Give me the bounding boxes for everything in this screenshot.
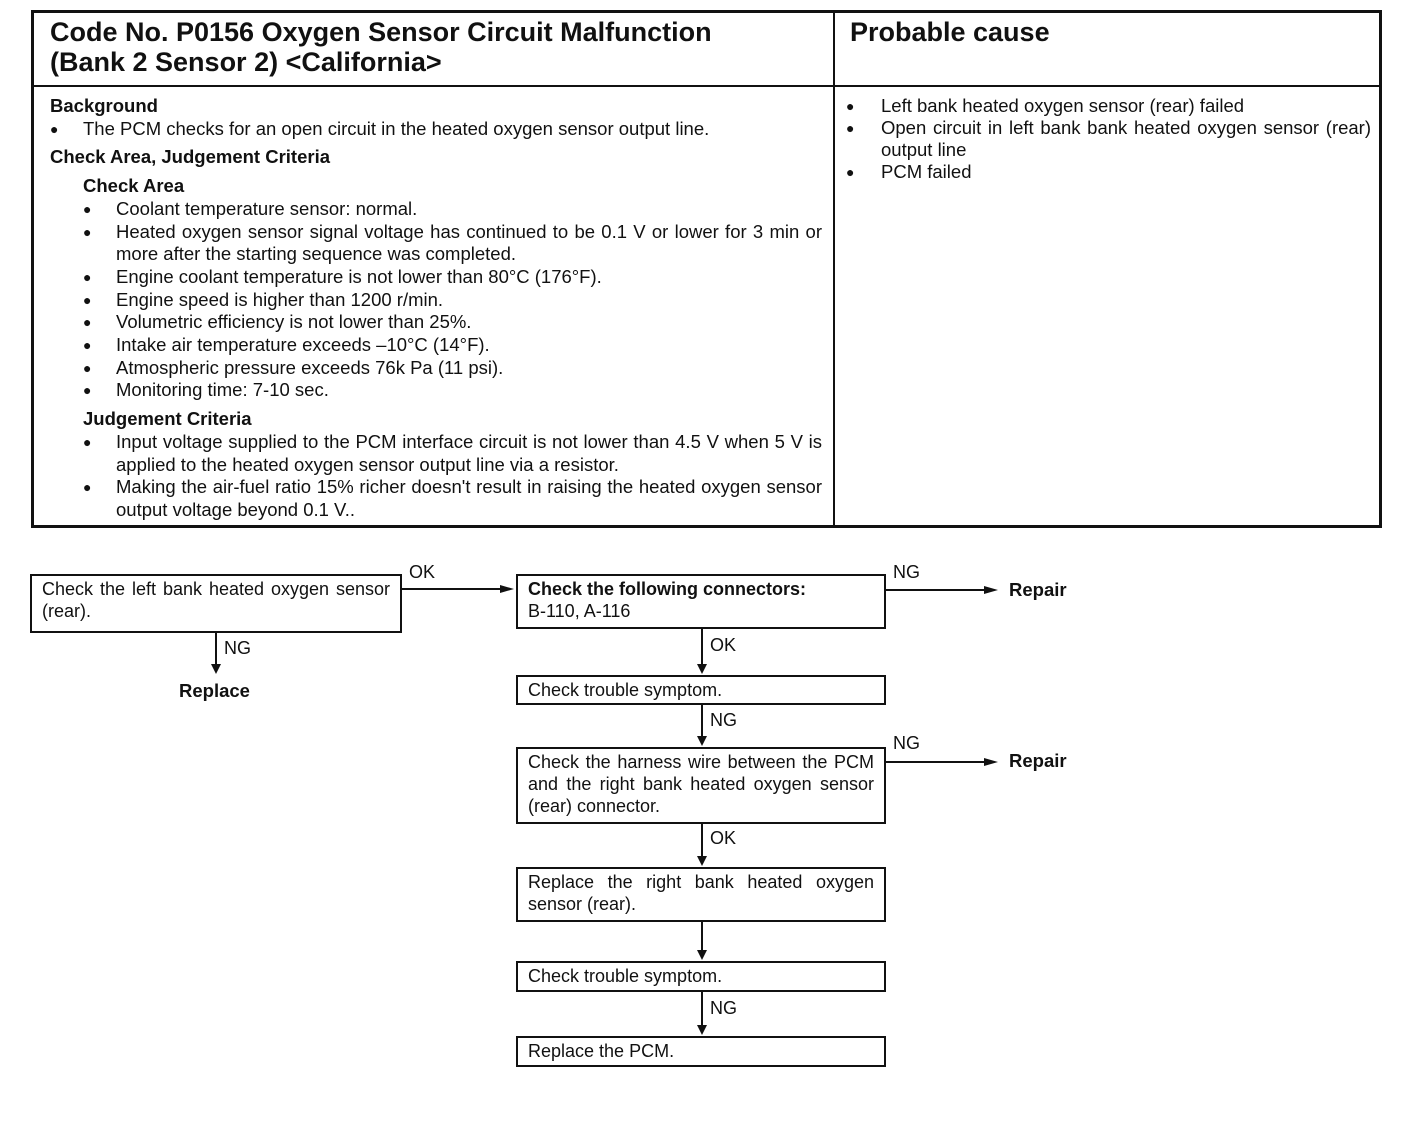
check-area-item: Coolant temperature sensor: normal. [83, 198, 822, 221]
connector-line [701, 824, 703, 857]
check-area-item: Volumetric efficiency is not lower than … [83, 311, 822, 334]
arrow-down-icon [211, 664, 221, 674]
header-divider [34, 85, 1379, 87]
background-item: The PCM checks for an open circuit in th… [50, 118, 822, 141]
step5-box: Replace the right bank heated oxygen sen… [516, 867, 886, 922]
probable-cause-item: Left bank heated oxygen sensor (rear) fa… [846, 95, 1371, 117]
judgement-list: Input voltage supplied to the PCM interf… [50, 431, 822, 522]
step5-text: Replace the right bank heated oxygen sen… [528, 872, 874, 914]
probable-cause-column: Left bank heated oxygen sensor (rear) fa… [846, 95, 1371, 183]
step1-text: Check the left bank heated oxygen sensor… [42, 579, 390, 621]
diagnostic-table: Code No. P0156 Oxygen Sensor Circuit Mal… [31, 10, 1382, 528]
step2-bold-text: Check the following connectors: [528, 579, 807, 599]
step7-text: Replace the PCM. [528, 1041, 675, 1061]
connector-line [701, 922, 703, 951]
probable-cause-item: Open circuit in left bank bank heated ox… [846, 117, 1371, 161]
probable-cause-list: Left bank heated oxygen sensor (rear) fa… [846, 95, 1371, 183]
code-title-line1: Code No. P0156 Oxygen Sensor Circuit Mal… [50, 17, 712, 47]
connector-line [701, 705, 703, 737]
connector-line [886, 761, 986, 763]
step1-ng-label: NG [224, 638, 251, 658]
step4-ok-label: OK [710, 828, 737, 848]
step3-ng-label: NG [710, 710, 737, 730]
step2-ng-label: NG [893, 562, 920, 582]
arrow-right-icon [984, 758, 998, 766]
connector-line [215, 633, 217, 665]
judgement-criteria-heading: Judgement Criteria [83, 408, 252, 430]
connector-line [701, 629, 703, 665]
check-area-item: Atmospheric pressure exceeds 76k Pa (11 … [83, 357, 822, 380]
column-divider [833, 13, 835, 525]
connector-line [701, 992, 703, 1026]
code-title: Code No. P0156 Oxygen Sensor Circuit Mal… [50, 17, 820, 77]
arrow-right-icon [500, 585, 514, 593]
step3-box: Check trouble symptom. [516, 675, 886, 705]
replace-action: Replace [179, 680, 250, 701]
step2-text: B-110, A-116 [528, 601, 631, 621]
check-area-item: Engine coolant temperature is not lower … [83, 266, 822, 289]
step4-box: Check the harness wire between the PCM a… [516, 747, 886, 824]
arrow-down-icon [697, 736, 707, 746]
probable-cause-item: PCM failed [846, 161, 1371, 183]
step4-ng-label: NG [893, 733, 920, 753]
repair-action: Repair [1009, 750, 1067, 771]
arrow-down-icon [697, 950, 707, 960]
step6-ng-label: NG [710, 998, 737, 1018]
step6-box: Check trouble symptom. [516, 961, 886, 992]
check-area-item: Heated oxygen sensor signal voltage has … [83, 221, 822, 266]
judgement-item: Input voltage supplied to the PCM interf… [83, 431, 822, 476]
arrow-right-icon [984, 586, 998, 594]
step4-text: Check the harness wire between the PCM a… [528, 752, 874, 816]
check-area-heading: Check Area [83, 175, 185, 197]
arrow-down-icon [697, 856, 707, 866]
step7-box: Replace the PCM. [516, 1036, 886, 1067]
connector-line [402, 588, 502, 590]
probable-cause-title: Probable cause [850, 17, 1050, 47]
check-area-list: Coolant temperature sensor: normal. Heat… [50, 198, 822, 402]
arrow-down-icon [697, 664, 707, 674]
step3-text: Check trouble symptom. [528, 680, 723, 700]
arrow-down-icon [697, 1025, 707, 1035]
connector-line [886, 589, 986, 591]
step1-box: Check the left bank heated oxygen sensor… [30, 574, 402, 633]
step2-ok-label: OK [710, 635, 737, 655]
check-area-item: Intake air temperature exceeds –10°C (14… [83, 334, 822, 357]
check-area-item: Engine speed is higher than 1200 r/min. [83, 289, 822, 312]
code-title-line2: (Bank 2 Sensor 2) <California> [50, 47, 442, 77]
step6-text: Check trouble symptom. [528, 966, 723, 986]
repair-action: Repair [1009, 579, 1067, 600]
background-heading: Background [50, 95, 158, 116]
judgement-item: Making the air-fuel ratio 15% richer doe… [83, 476, 822, 521]
step2-box: Check the following connectors: B-110, A… [516, 574, 886, 629]
step1-ok-label: OK [409, 562, 436, 582]
check-area-judgement-heading: Check Area, Judgement Criteria [50, 146, 330, 168]
check-area-item: Monitoring time: 7-10 sec. [83, 379, 822, 402]
background-list: The PCM checks for an open circuit in th… [50, 118, 822, 141]
description-column: Background The PCM checks for an open ci… [50, 95, 822, 522]
